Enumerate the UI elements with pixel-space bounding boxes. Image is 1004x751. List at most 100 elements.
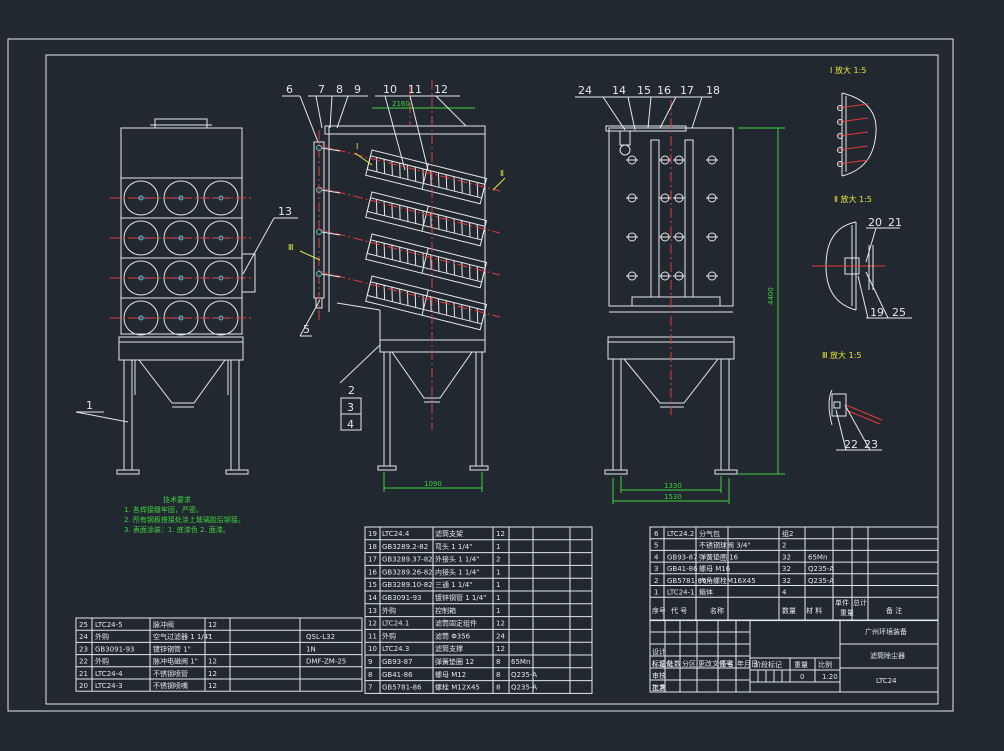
- bom-cell: 单件: [835, 598, 849, 607]
- svg-text:3. 表面涂装：1. 底漆色 2. 面漆。: 3. 表面涂装：1. 底漆色 2. 面漆。: [124, 525, 230, 534]
- cartridge-assembly: [365, 191, 488, 247]
- title-scale: 1:20: [822, 673, 838, 681]
- bom-cell: GB3091-93: [95, 645, 134, 653]
- bom-cell: GB3091-93: [382, 594, 421, 602]
- bom-cell: 外购: [95, 657, 109, 666]
- bom-cell: DMF-ZM-25: [306, 658, 346, 666]
- svg-text:10: 10: [383, 83, 397, 96]
- bom-cell: 外购: [382, 606, 396, 615]
- bom-cell: 21: [79, 670, 88, 678]
- bom-cell: 箱体: [699, 588, 713, 597]
- bom-cell: 材 料: [806, 606, 822, 615]
- bom-cell: 滤筒支架: [435, 529, 463, 538]
- bom-cell: 15: [368, 581, 377, 589]
- bom-cell: 六角螺栓M16X45: [699, 576, 756, 585]
- bom-cell: 1: [496, 543, 500, 551]
- bom-cell: 5: [654, 542, 658, 550]
- bom-cell: GB41-86: [382, 671, 413, 679]
- bom-cell: 17: [368, 556, 377, 564]
- bom-cell: 组2: [782, 529, 793, 538]
- bom-cell: 2: [654, 577, 658, 585]
- svg-text:4400: 4400: [767, 287, 775, 305]
- front-view: [110, 118, 256, 475]
- svg-text:17: 17: [680, 84, 694, 97]
- bom-cell: 23: [79, 645, 88, 653]
- technical-notes: 技术要求 1. 各焊接缝牢固，严密。 2. 所有钢板搭接处涂上玻璃胶后铆接。 3…: [124, 495, 245, 534]
- svg-text:5: 5: [303, 323, 310, 336]
- bom-cell: 螺母 M12: [435, 670, 466, 679]
- svg-text:1: 1: [86, 399, 93, 412]
- bom-cell: 不锈钢喷嘴: [153, 681, 188, 690]
- bom-cell: 4: [782, 589, 787, 597]
- leader-labels: 1 2 3 4 5 6 7 8 9 10 11 12 13 14 15 16 1…: [86, 83, 906, 451]
- bom-cell: 1: [496, 581, 500, 589]
- bom-cell: GB3289.37-82: [382, 556, 433, 564]
- bom-cell: 滤筒固定组件: [435, 619, 477, 628]
- svg-text:2160: 2160: [392, 100, 410, 108]
- bom-cell: 9: [368, 658, 372, 666]
- bom-cell: 外购: [382, 631, 396, 640]
- title-code: LTC24: [876, 677, 897, 685]
- svg-text:15: 15: [637, 84, 651, 97]
- bom-cell: 8: [496, 658, 500, 666]
- bom-cell: LTC24.2: [667, 530, 694, 538]
- bom-cell: 外接头 1 1/4": [435, 555, 479, 564]
- bom-cell: 内接头 1 1/4": [435, 567, 479, 576]
- title-row-label: 年月日: [737, 659, 758, 668]
- bom-cell: 1: [496, 607, 500, 615]
- bom-cell: 12: [496, 620, 505, 628]
- bom-cell: 20: [79, 682, 88, 690]
- bom-cell: 1: [496, 594, 500, 602]
- bom-cell: 12: [208, 682, 217, 690]
- bom-cell: 1: [654, 589, 658, 597]
- bom-cell: LTC24.4: [382, 530, 410, 538]
- bom-cell: 11: [368, 632, 377, 640]
- svg-text:Ⅲ: Ⅲ: [288, 243, 294, 252]
- detail-titles: Ⅰ 放大 1:5 Ⅱ 放大 1:5 Ⅲ 放大 1:5 Ⅰ Ⅱ Ⅲ: [288, 65, 872, 360]
- title-role: 审核: [652, 671, 666, 680]
- svg-text:24: 24: [578, 84, 592, 97]
- title-stage: 比例: [818, 660, 832, 669]
- title-role: 工艺: [652, 684, 666, 692]
- bom-cell: 12: [208, 621, 217, 629]
- bom-cell: GB41-86: [667, 565, 698, 573]
- bom-cell: 弯头 1 1/4": [435, 542, 472, 551]
- bom-cell: 24: [496, 632, 505, 640]
- svg-text:8: 8: [336, 83, 343, 96]
- bom-cell: 7: [368, 684, 372, 692]
- title-role: 批准: [652, 683, 666, 692]
- title-row-label: 标记: [652, 659, 666, 668]
- bom-cell: 脉冲电磁阀 1": [153, 657, 198, 666]
- bom-cell: LTC24.1: [382, 620, 409, 628]
- bom-cell: 4: [654, 553, 659, 561]
- svg-text:11: 11: [408, 83, 422, 96]
- bom-cell: 8: [496, 671, 500, 679]
- bom-cell: LTC24.3: [382, 645, 409, 653]
- bom-cell: 10: [368, 645, 377, 653]
- bom-cell: Q235-A: [808, 577, 834, 585]
- title-row-label: 分区: [682, 659, 696, 668]
- bom-cell: 序号: [652, 606, 666, 615]
- bom-cell: 三通 1 1/4": [435, 580, 472, 589]
- bom-cell: 12: [368, 620, 377, 628]
- detail-views: [812, 92, 885, 426]
- bom-cell: 3: [654, 565, 658, 573]
- title-role: 标准化: [652, 659, 673, 668]
- bom-cell: 滤筒 Φ356: [435, 631, 471, 640]
- bom-cell: 32: [782, 577, 791, 585]
- title-role: 设计: [652, 647, 666, 656]
- bom-cell: LTC24-5: [95, 621, 123, 629]
- svg-text:13: 13: [278, 205, 292, 218]
- bom-cell: GB3289.2-82: [382, 543, 428, 551]
- svg-text:技术要求: 技术要求: [163, 495, 191, 504]
- bom-cell: 8: [496, 684, 500, 692]
- bom-cell: Q235-A: [808, 565, 834, 573]
- svg-text:Ⅰ: Ⅰ: [356, 142, 358, 151]
- title-stage: 重量: [794, 661, 808, 669]
- svg-text:18: 18: [706, 84, 720, 97]
- bom-cell: 2: [782, 542, 786, 550]
- bom-cell: 备 注: [886, 606, 902, 615]
- svg-text:Ⅱ: Ⅱ: [500, 169, 504, 178]
- bom-cell: 名称: [710, 606, 724, 615]
